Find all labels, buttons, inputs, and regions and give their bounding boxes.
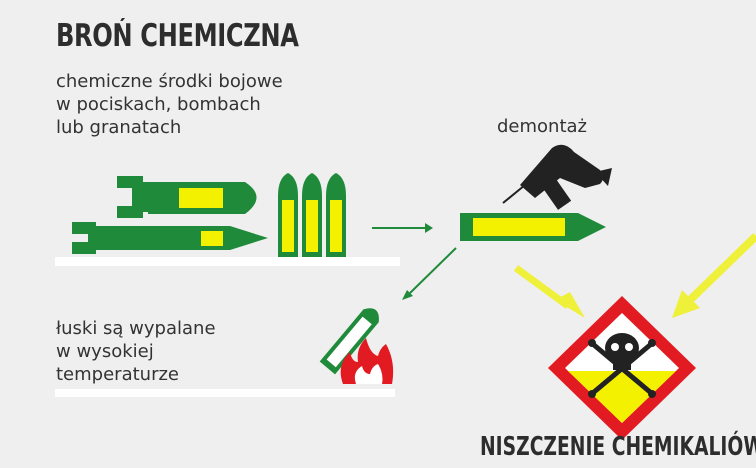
arrow-to-disassembly xyxy=(372,223,433,233)
yellow-arrow-right xyxy=(672,233,756,318)
fire-icon xyxy=(340,338,394,384)
skull-crossbones-icon xyxy=(588,333,656,398)
shell-icon xyxy=(326,173,346,257)
yellow-arrow-left xyxy=(513,265,585,318)
arrow-to-burning xyxy=(402,247,457,300)
disassembly-label: demontaż xyxy=(497,116,587,137)
casings-description: łuski są wypalane w wysokiej temperaturz… xyxy=(56,318,216,385)
bomb-icon xyxy=(117,176,257,218)
projectile-icon xyxy=(460,213,606,241)
shell-icon xyxy=(278,173,298,257)
shell-icon xyxy=(302,173,322,257)
casing-icon xyxy=(319,308,379,375)
upper-shelf xyxy=(55,257,400,266)
drill-icon xyxy=(502,144,612,210)
page-title: BROŃ CHEMICZNA xyxy=(56,18,299,54)
lower-shelf xyxy=(55,389,395,397)
aerial-bomb-icon xyxy=(72,222,268,254)
munitions-description: chemiczne środki bojowe w pociskach, bom… xyxy=(56,71,283,138)
destruction-title: NISZCZENIE CHEMIKALIÓW xyxy=(480,432,756,462)
